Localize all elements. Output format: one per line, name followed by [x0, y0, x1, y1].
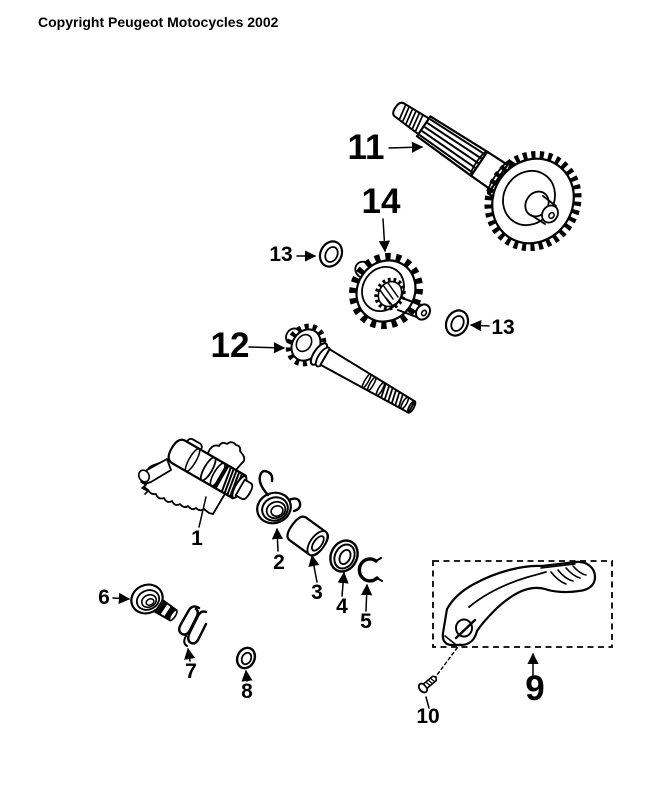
callout-3: 3 — [308, 554, 323, 604]
part-5-circlip — [357, 557, 383, 583]
callout-1: 1 — [191, 496, 207, 550]
part-7-clip-spring — [178, 605, 208, 647]
callout-12: 12 — [211, 326, 286, 365]
part-13-washer-left — [318, 240, 344, 268]
callout-3-arrow — [308, 554, 320, 583]
part-4-washer — [329, 539, 359, 573]
callout-8-arrow — [241, 669, 253, 682]
callout-11-arrow — [388, 141, 424, 153]
callout-9-label: 9 — [525, 669, 544, 708]
callout-6-label: 6 — [98, 586, 110, 609]
callout-1-line — [198, 496, 207, 528]
callout-3-label: 3 — [311, 581, 323, 604]
part-14-spline-bore — [379, 282, 399, 307]
callout-7-arrow — [184, 647, 196, 662]
part-1-kickstart-sector-shaft — [137, 437, 254, 515]
callout-2-arrow — [271, 527, 284, 552]
callout-8-label: 8 — [241, 680, 253, 703]
part-2-return-spring — [256, 469, 302, 525]
callout-2: 2 — [271, 527, 285, 574]
callout-4-label: 4 — [336, 595, 348, 618]
part-3-bushing — [286, 515, 330, 557]
callout-4: 4 — [336, 571, 349, 618]
part-12-pinion-shaft — [285, 323, 417, 414]
part-10-screw — [417, 643, 461, 694]
callout-12-arrow — [248, 342, 286, 354]
callout-14-label: 14 — [362, 182, 401, 221]
callout-14: 14 — [362, 182, 401, 253]
part-14-gear-teeth — [349, 252, 423, 330]
callout-13-right-label: 13 — [491, 316, 514, 339]
part-9-pedal-ridges — [550, 565, 587, 585]
callout-12-label: 12 — [211, 326, 250, 365]
callout-1-label: 1 — [191, 527, 203, 550]
callout-13-left-label: 13 — [269, 243, 292, 266]
callout-13-left: 13 — [269, 243, 317, 266]
part-8-seal-ring — [235, 646, 257, 670]
part-14-idler-gear — [349, 252, 432, 330]
part-11-drive-shaft-gear — [392, 101, 582, 252]
callout-11-label: 11 — [348, 128, 385, 167]
callout-5-label: 5 — [360, 610, 372, 633]
callout-13-right: 13 — [469, 316, 515, 339]
callout-11: 11 — [348, 128, 424, 167]
callout-8: 8 — [241, 669, 253, 703]
callout-7-label: 7 — [185, 660, 197, 683]
copyright-text: Copyright Peugeot Motocycles 2002 — [38, 14, 279, 30]
callout-7: 7 — [184, 647, 197, 683]
part-6-starter-pinion — [130, 583, 178, 622]
callout-10-label: 10 — [416, 705, 439, 728]
part-13-washer-right — [444, 309, 470, 337]
callout-10-line — [425, 696, 430, 709]
callout-14-arrow — [378, 218, 390, 253]
callout-5-arrow — [360, 583, 373, 612]
callout-9: 9 — [525, 652, 545, 708]
callout-13-right-arrow — [469, 319, 490, 332]
callout-6-arrow — [112, 592, 131, 604]
callout-6: 6 — [98, 586, 131, 609]
callout-10: 10 — [416, 696, 440, 728]
callout-2-label: 2 — [273, 551, 285, 574]
callout-4-arrow — [337, 571, 349, 597]
part-9-dashed-box — [432, 560, 613, 648]
part-9-kickstart-lever — [441, 560, 597, 647]
callout-5: 5 — [360, 583, 373, 633]
part-11-gear-teeth — [484, 150, 582, 252]
